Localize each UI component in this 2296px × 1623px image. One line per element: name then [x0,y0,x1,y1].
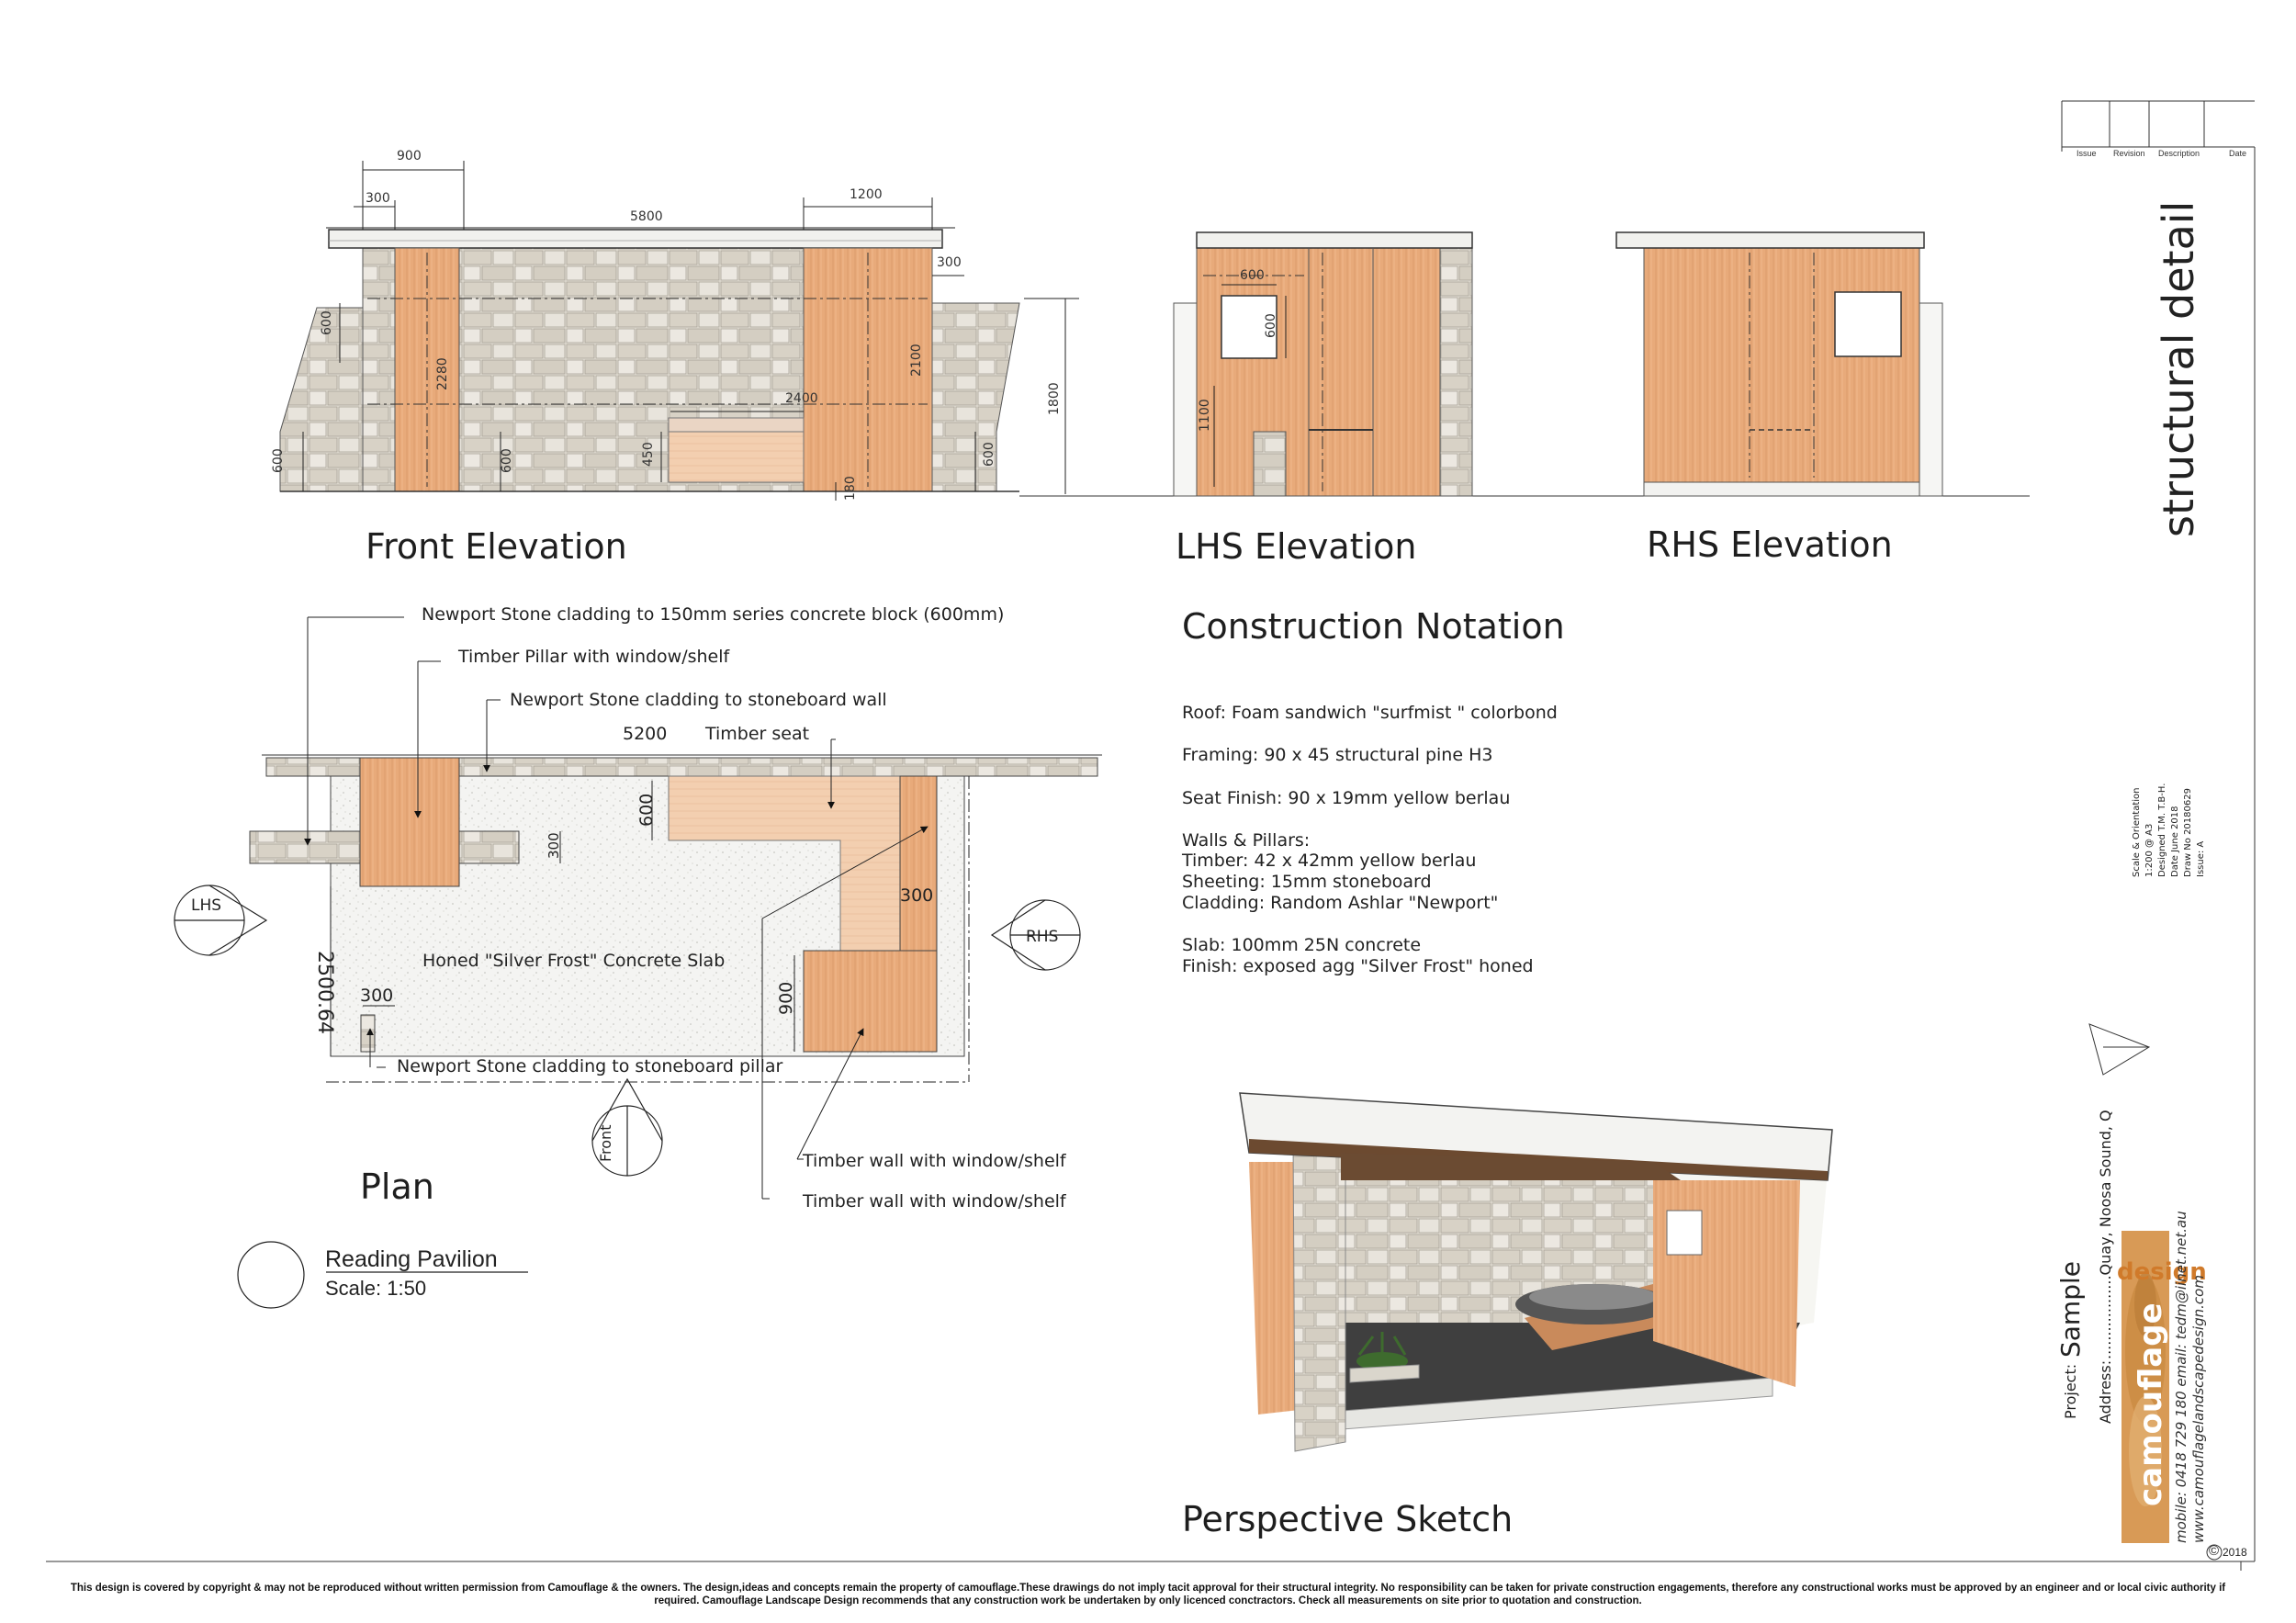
footer-line-2: required. Camouflage Landscape Design re… [654,1595,1642,1606]
contact-line-1: mobile: 0418 729 180 email: tedm@iinet.n… [2173,1211,2189,1543]
dim-600-left: 600 [271,448,286,473]
project-label: Project: [2062,1363,2079,1419]
dim-600-mid: 600 [500,448,514,473]
dim-2400: 2400 [785,391,818,406]
callout-timber-wall-2: Timber wall with window/shelf [803,1191,1066,1212]
notation-walls-heading: Walls & Pillars: [1182,830,1311,851]
lhs-dim-1100: 1100 [1198,399,1212,432]
meta-designed: Designed T.M. T.B-H. [2157,783,2167,877]
company-logo [2122,1231,2169,1543]
dim-1200: 1200 [850,187,883,202]
perspective-sketch-title: Perspective Sketch [1182,1499,1514,1539]
plan-dim-2500: 2500.64 [313,951,336,1034]
plan-dim-900: 900 [776,981,796,1015]
lhs-elevation-title: LHS Elevation [1176,526,1417,567]
plan-dim-300: 300 [546,832,562,859]
section-markers [174,885,1081,1309]
callout-stone-pillar: Newport Stone cladding to stoneboard pil… [397,1056,783,1076]
notation-seat-finish: Seat Finish: 90 x 19mm yellow berlau [1182,788,1511,808]
footer-disclaimer: This design is covered by copyright & ma… [37,1582,2259,1607]
dim-1800: 1800 [1047,382,1062,415]
title-block-frame [46,100,2256,1571]
rhs-elevation [1615,231,1943,497]
notation-slab: Slab: 100mm 25N concrete [1182,935,1422,955]
dim-300-right: 300 [937,255,962,270]
meta-scale: 1:200 @ A3 [2144,823,2155,877]
dim-600-right: 600 [982,442,996,467]
rev-header-revision: Revision [2113,149,2145,158]
address-value: ..................Quay, Noosa Sound, Q [2097,1110,2114,1359]
lhs-dim-600-vertical: 600 [1264,313,1278,338]
callout-slab: Honed "Silver Frost" Concrete Slab [422,951,726,971]
notation-finish: Finish: exposed agg "Silver Frost" honed [1182,956,1534,976]
footer-line-1: This design is covered by copyright & ma… [70,1583,2226,1594]
notation-roof: Roof: Foam sandwich "surfmist " colorbon… [1182,703,1558,723]
drawing-name: Reading Pavilion [325,1246,498,1272]
rev-header-description: Description [2158,149,2200,158]
meta-draw-no: Draw No 20180629 [2183,788,2193,877]
notation-timber: Timber: 42 x 42mm yellow berlau [1182,851,1477,871]
meta-date: Date June 2018 [2170,806,2180,878]
plan-dim-300-left: 300 [360,986,394,1006]
callout-timber-seat: Timber seat [705,724,810,744]
dim-2100: 2100 [909,344,924,377]
dim-600: 600 [320,310,334,335]
plan-dim-5200: 5200 [623,724,668,744]
company-word-camouflage: camouflage [2133,1302,2169,1506]
plan-dim-300-right: 300 [900,885,934,906]
notation-cladding: Cladding: Random Ashlar "Newport" [1182,893,1499,913]
copyright-symbol: © [2209,1543,2220,1559]
plan-dim-600: 600 [636,793,657,827]
meta-issue: Issue: A [2196,840,2206,877]
callout-stone-wall: Newport Stone cladding to stoneboard wal… [510,690,887,710]
rhs-marker-label: RHS [1026,928,1059,946]
notation-framing: Framing: 90 x 45 structural pine H3 [1182,745,1493,765]
sheet-title: structural detail [2154,200,2203,537]
callout-timber-wall-1: Timber wall with window/shelf [803,1151,1066,1171]
front-elevation-title: Front Elevation [366,526,627,567]
project-name: Sample [2055,1261,2086,1358]
dim-2280: 2280 [435,357,450,390]
notation-sheeting: Sheeting: 15mm stoneboard [1182,872,1432,892]
copyright-year: 2018 [2223,1546,2247,1559]
construction-notation-title: Construction Notation [1182,606,1565,647]
lhs-marker-label: LHS [191,896,222,915]
callout-stone-block: Newport Stone cladding to 150mm series c… [422,604,1005,625]
plan-title: Plan [360,1167,434,1207]
company-word-design: design [2117,1258,2207,1286]
lhs-elevation [1173,231,1473,497]
dim-900: 900 [397,149,422,163]
rhs-elevation-title: RHS Elevation [1647,524,1893,565]
dim-300: 300 [366,191,390,206]
plan-view [249,616,1102,1200]
dim-180: 180 [843,476,858,501]
drawing-scale: Scale: 1:50 [325,1277,427,1300]
rev-header-issue: Issue [2077,149,2097,158]
contact-line-2: www.camouflagelandscapedesign.com [2190,1275,2207,1543]
front-elevation [279,161,2030,501]
meta-scale-heading: Scale & Orientation [2132,787,2142,877]
rev-header-date: Date [2229,149,2247,158]
front-marker-label: Front [597,1124,614,1162]
dim-450: 450 [641,442,656,467]
dim-5800: 5800 [630,209,663,224]
callout-timber-pillar: Timber Pillar with window/shelf [458,647,730,667]
perspective-sketch [1239,1092,1833,1452]
address-label: Address: [2097,1359,2114,1424]
lhs-dim-600: 600 [1240,268,1265,283]
